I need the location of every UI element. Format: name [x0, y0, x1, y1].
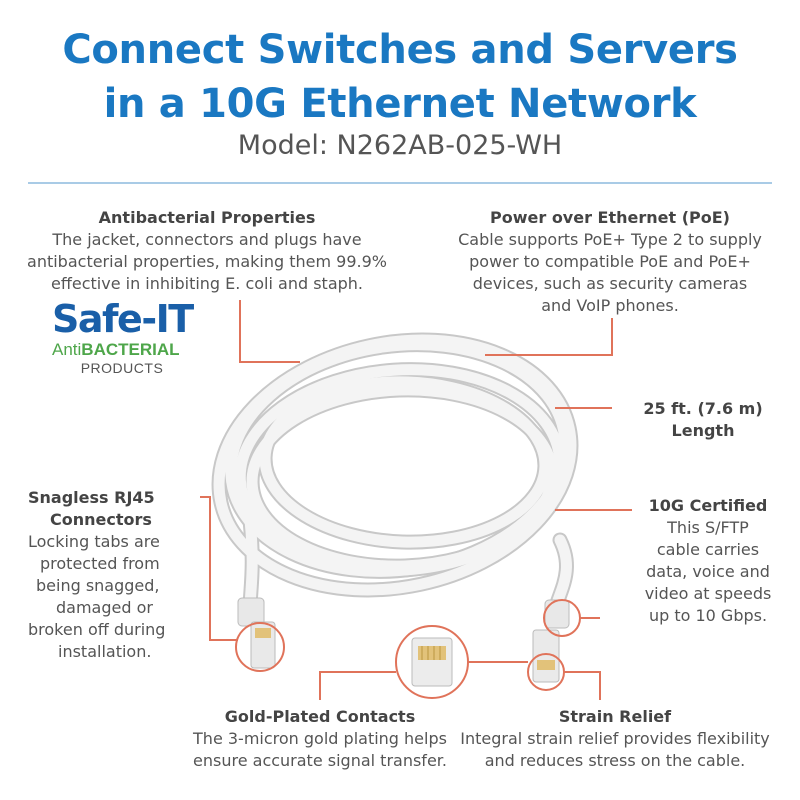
callout-poe: Power over Ethernet (PoE) Cable supports…	[440, 207, 780, 317]
divider	[28, 182, 772, 184]
title-line-2: in a 10G Ethernet Network	[103, 81, 697, 127]
callout-10g-certified: 10G Certified This S/FTP cable carries d…	[628, 495, 788, 627]
callout-text: and VoIP phones.	[541, 296, 679, 315]
callout-text: damaged or	[56, 598, 153, 617]
callout-heading: Antibacterial Properties	[98, 208, 316, 227]
callout-text: effective in inhibiting E. coli and stap…	[51, 274, 363, 293]
safe-it-logo: Safe-IT AntiBACTERIAL PRODUCTS	[52, 298, 202, 376]
callout-text: and reduces stress on the cable.	[484, 751, 746, 770]
callout-text: ensure accurate signal transfer.	[193, 751, 447, 770]
callout-heading: 10G Certified	[648, 496, 768, 515]
gold-contacts-closeup	[411, 637, 453, 687]
callout-heading: Power over Ethernet (PoE)	[490, 208, 730, 227]
callout-snagless: Snagless RJ45 Connectors Locking tabs ar…	[28, 487, 203, 663]
callout-text: Integral strain relief provides flexibil…	[460, 729, 770, 748]
callout-text: The 3-micron gold plating helps	[193, 729, 447, 748]
callout-heading: Strain Relief	[558, 707, 672, 726]
callout-text: power to compatible PoE and PoE+	[469, 252, 751, 271]
callout-text: antibacterial properties, making them 99…	[27, 252, 387, 271]
callout-text: broken off during	[28, 620, 166, 639]
callout-heading: 25 ft. (7.6 m)	[643, 399, 763, 418]
callout-text: Cable supports PoE+ Type 2 to supply	[458, 230, 762, 249]
callout-text: cable carries	[656, 540, 760, 559]
logo-subtitle: AntiBACTERIAL	[52, 340, 180, 359]
callout-gold-contacts: Gold-Plated Contacts The 3-micron gold p…	[150, 706, 490, 772]
callout-text: This S/FTP	[667, 518, 749, 537]
callout-text: devices, such as security cameras	[472, 274, 748, 293]
rj45-plug-right	[532, 599, 570, 683]
rj45-plug-left	[237, 597, 276, 669]
callout-heading: Snagless RJ45	[28, 488, 155, 507]
callout-heading: Gold-Plated Contacts	[224, 707, 416, 726]
callout-heading: Length	[671, 421, 735, 440]
logo-mark: Safe-IT	[52, 297, 194, 341]
callout-text: installation.	[58, 642, 152, 661]
callout-length: 25 ft. (7.6 m) Length	[618, 398, 788, 442]
callout-strain-relief: Strain Relief Integral strain relief pro…	[440, 706, 790, 772]
callout-text: Locking tabs are	[28, 532, 160, 551]
logo-products: PRODUCTS	[80, 360, 164, 376]
callout-antibacterial: Antibacterial Properties The jacket, con…	[22, 207, 392, 295]
title-line-1: Connect Switches and Servers	[62, 27, 738, 73]
callout-text: data, voice and	[646, 562, 770, 581]
callout-text: protected from	[40, 554, 160, 573]
callout-heading: Connectors	[50, 510, 152, 529]
model-number: Model: N262AB-025-WH	[237, 130, 563, 161]
callout-text: The jacket, connectors and plugs have	[52, 230, 362, 249]
callout-text: video at speeds	[644, 584, 772, 603]
callout-text: up to 10 Gbps.	[648, 606, 768, 625]
callout-text: being snagged,	[36, 576, 160, 595]
